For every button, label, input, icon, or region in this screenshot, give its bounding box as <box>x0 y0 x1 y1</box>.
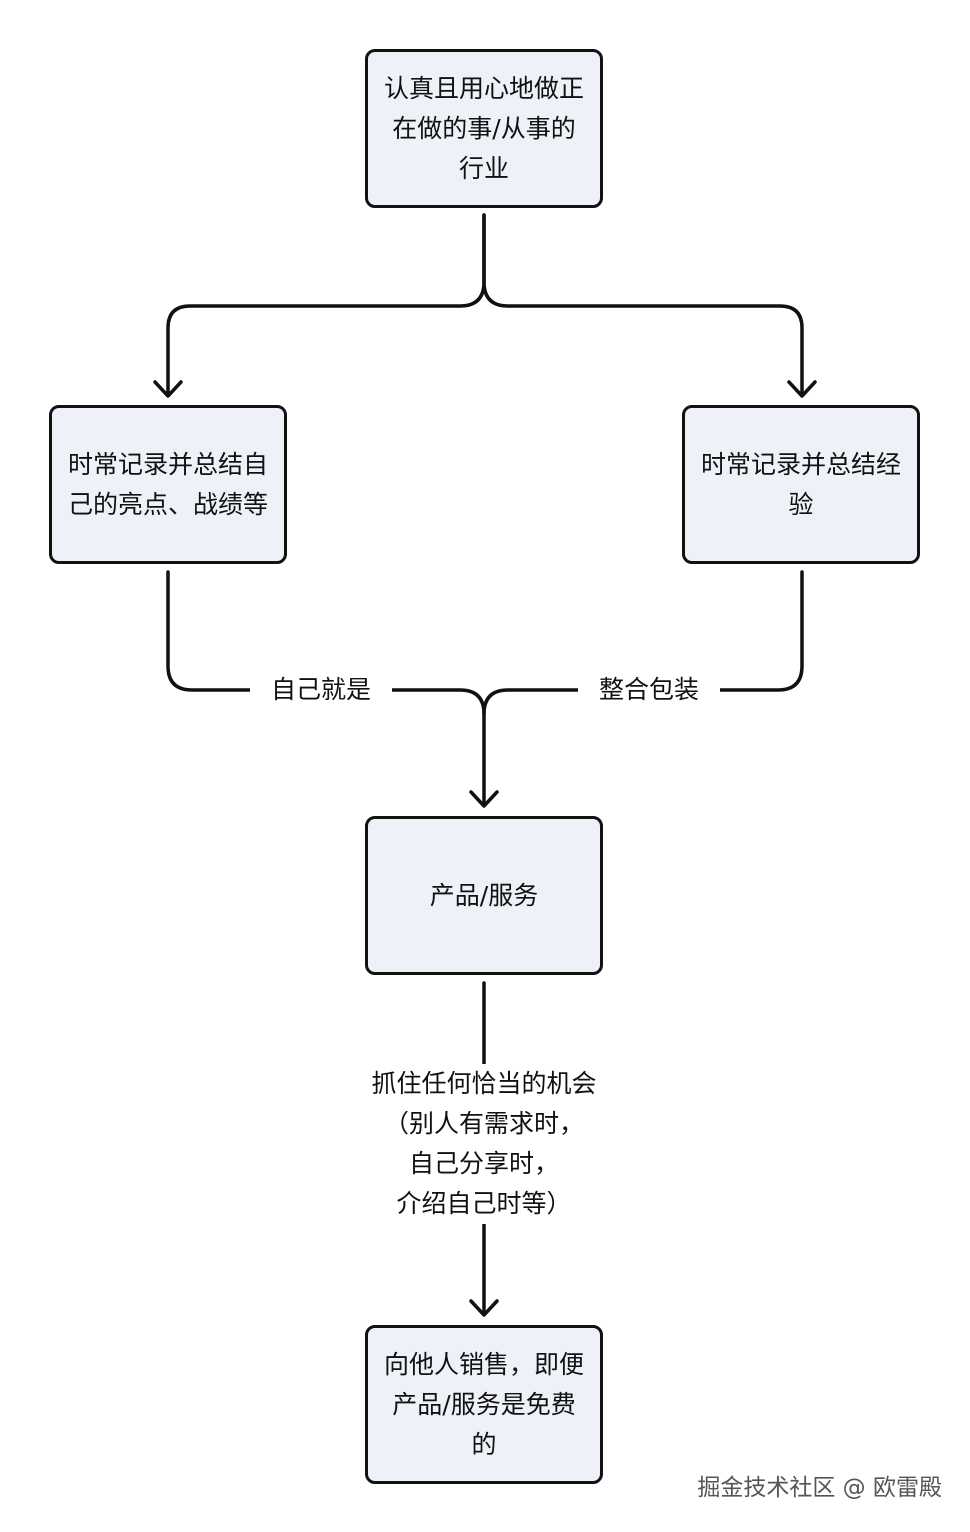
edge-right-to-middle <box>482 570 804 716</box>
node-record-experience: 时常记录并总结经验 <box>682 405 920 564</box>
edge-top-to-left <box>166 213 486 397</box>
watermark: 掘金技术社区 @ 欧雷殿 <box>697 1475 942 1501</box>
node-sell-to-others-text: 向他人销售，即便产品/服务是免费的 <box>383 1349 584 1459</box>
edge-label-integrate-package-text: 整合包装 <box>598 675 699 704</box>
node-sell-to-others: 向他人销售，即便产品/服务是免费的 <box>365 1325 603 1484</box>
arrowhead-left <box>153 380 183 398</box>
edge-label-integrate-package: 整合包装 <box>578 670 720 710</box>
node-focus-on-work-text: 认真且用心地做正在做的事/从事的行业 <box>383 73 584 183</box>
edge-top-to-right <box>482 213 804 397</box>
edge-label-self-is: 自己就是 <box>250 670 392 710</box>
arrowhead-middle <box>469 790 499 808</box>
node-focus-on-work: 认真且用心地做正在做的事/从事的行业 <box>365 49 603 208</box>
edge-label-self-is-text: 自己就是 <box>270 675 371 704</box>
node-record-experience-text: 时常记录并总结经验 <box>700 449 901 519</box>
node-record-highlights-text: 时常记录并总结自己的亮点、战绩等 <box>67 449 268 519</box>
node-record-highlights: 时常记录并总结自己的亮点、战绩等 <box>49 405 287 564</box>
edge-label-opportunity-line-3: 自己分享时， <box>408 1149 559 1178</box>
edge-label-opportunity: 抓住任何恰当的机会 （别人有需求时， 自己分享时， 介绍自己时等） <box>334 1064 634 1224</box>
edge-label-opportunity-line-2: （别人有需求时， <box>383 1109 584 1138</box>
node-product-service-text: 产品/服务 <box>429 880 539 910</box>
edge-label-opportunity-line-4: 介绍自己时等） <box>396 1189 572 1218</box>
node-product-service: 产品/服务 <box>365 816 603 975</box>
arrowhead-right <box>787 380 817 398</box>
edge-label-opportunity-line-1: 抓住任何恰当的机会 <box>371 1069 597 1098</box>
arrowhead-bottom <box>469 1299 499 1317</box>
